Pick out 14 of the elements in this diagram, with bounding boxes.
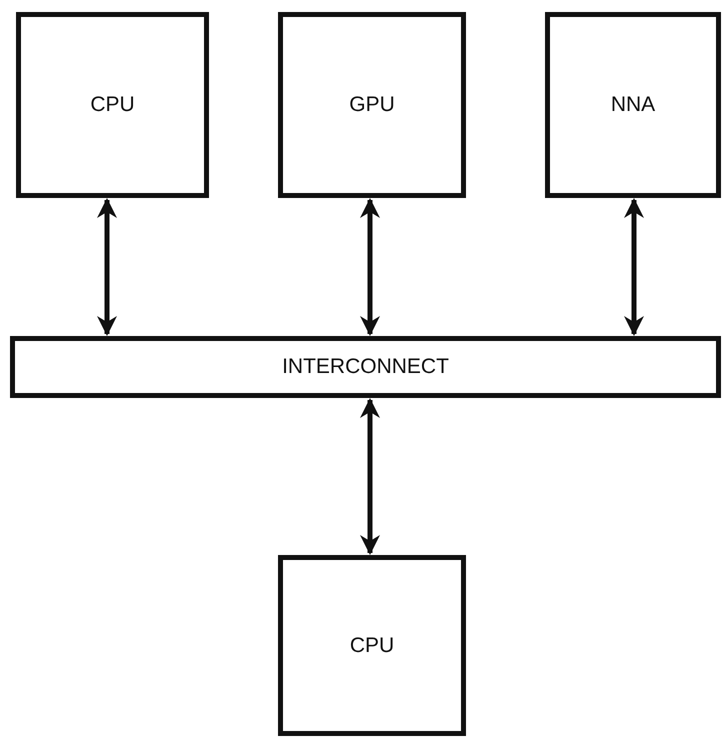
double-arrow [360, 198, 380, 336]
double-arrow [97, 198, 117, 336]
interconnect-bar [10, 336, 721, 398]
component-box [278, 12, 466, 198]
component-box [278, 555, 466, 736]
double-arrow [360, 398, 380, 555]
box-label: CPU [350, 632, 394, 659]
box-label: CPU [90, 92, 135, 118]
double-arrow [624, 198, 644, 336]
component-box [16, 12, 209, 198]
component-box [545, 12, 721, 198]
box-label: GPU [349, 92, 395, 118]
box-label: INTERCONNECT [282, 354, 449, 380]
box-label: NNA [610, 92, 656, 118]
